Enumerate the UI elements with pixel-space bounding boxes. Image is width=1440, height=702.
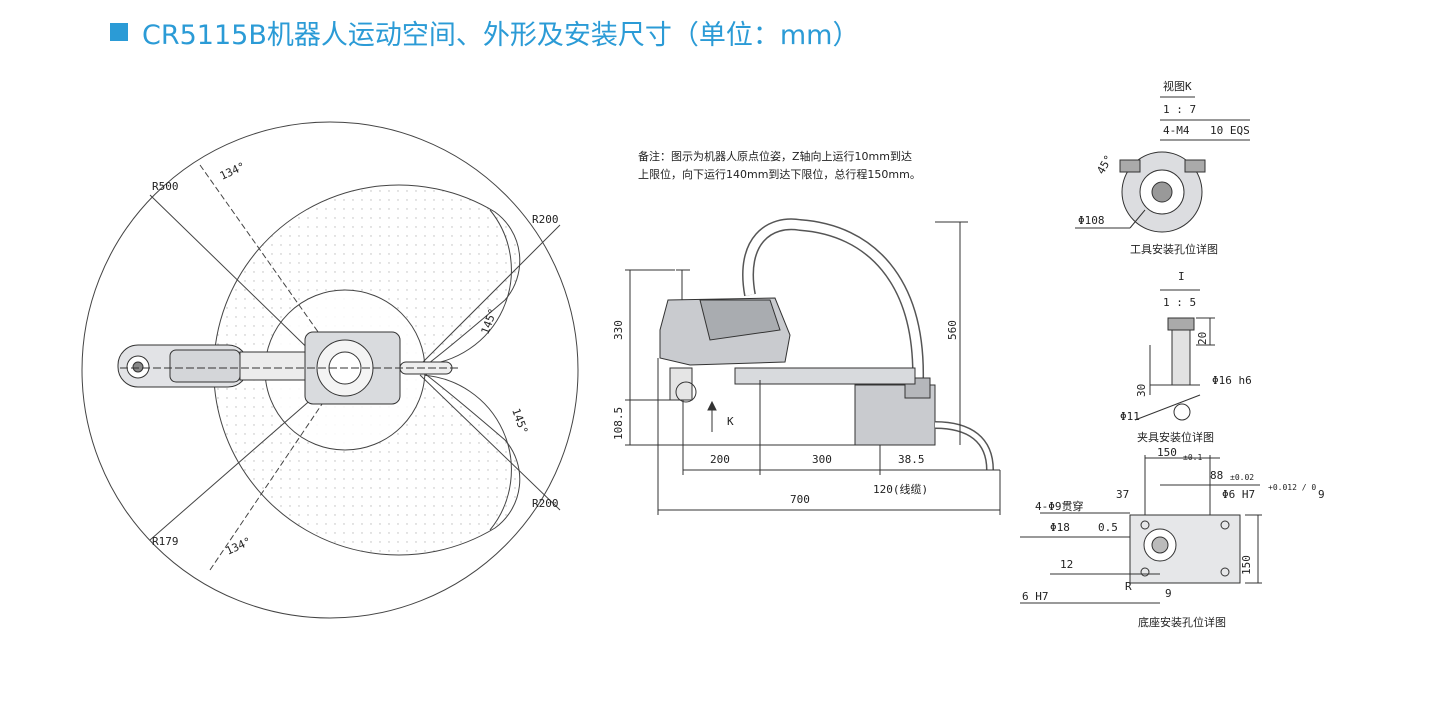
clamp-dia11: Φ11 <box>1120 410 1140 423</box>
dim-330: 330 <box>612 320 625 340</box>
page-title: CR5115B机器人运动空间、外形及安装尺寸（单位：mm） <box>110 14 860 51</box>
label-r179: R179 <box>152 535 179 548</box>
base-detail: 150 ±0.1 88 ±0.02 Φ6 H7 +0.012 / 0 9 4-Φ… <box>1020 446 1325 629</box>
base-hole-tol: +0.012 / 0 <box>1268 483 1316 492</box>
title-text: CR5115B机器人运动空间、外形及安装尺寸（单位：mm） <box>142 19 860 51</box>
robot-arm-top <box>117 331 460 405</box>
base-d37: 37 <box>1116 488 1129 501</box>
second-arm <box>734 367 916 385</box>
tool-caption: 工具安装孔位详图 <box>1130 242 1218 256</box>
base-d88: 88 <box>1210 469 1223 482</box>
tool-diameter: Φ108 <box>1078 214 1105 227</box>
clamp-d20: 20 <box>1196 332 1209 345</box>
tool-scale: 1 : 7 <box>1163 103 1196 116</box>
base-d150-side: 150 <box>1240 555 1253 575</box>
leader-r200-top <box>419 224 561 366</box>
base-cbore: Φ18 <box>1050 521 1070 534</box>
leader-r200-bot <box>419 374 561 511</box>
base-d9: 9 <box>1165 587 1172 600</box>
clamp-dia16: Φ16 h6 <box>1212 374 1252 387</box>
clamp-d30: 30 <box>1135 384 1148 397</box>
dim-700: 700 <box>790 493 810 506</box>
tool-angle: 45° <box>1094 153 1115 177</box>
base-thru: 4-Φ9贯穿 <box>1035 499 1084 513</box>
dim-108-5: 108.5 <box>612 407 625 440</box>
tool-detail: 视图K 1 : 7 4-M4 10 EQS 45° Φ108 工具安装孔位详图 <box>1075 79 1250 256</box>
label-r200-bottom: R200 <box>532 497 559 510</box>
label-134-bottom: 134° <box>224 535 254 558</box>
clamp-detail: I 1 : 5 20 30 Φ16 h6 Φ11 夹具安装位详图 <box>1120 270 1252 444</box>
dim-120: 120(线缆) <box>873 482 928 496</box>
tool-thread-depth: 10 EQS <box>1210 124 1250 137</box>
label-r500: R500 <box>152 180 179 193</box>
clamp-scale: 1 : 5 <box>1163 296 1196 309</box>
tool-thread: 4-M4 <box>1163 124 1190 137</box>
base-caption: 底座安装孔位详图 <box>1138 615 1226 629</box>
side-note-line1: 备注：图示为机器人原点位姿，Z轴向上运行10mm到达 <box>638 149 912 163</box>
base-r: R <box>1125 580 1132 593</box>
base-hole-bottom: 6 H7 <box>1022 590 1049 603</box>
dim-560: 560 <box>946 320 959 340</box>
base-hole-top: Φ6 H7 <box>1222 488 1255 501</box>
view-k-label: K <box>727 415 734 428</box>
base-d150-top: 150 <box>1157 446 1177 459</box>
side-view: 备注：图示为机器人原点位姿，Z轴向上运行10mm到达 上限位，向下运行140mm… <box>612 149 1001 515</box>
r200-upper-arc <box>419 209 512 366</box>
label-r200-top: R200 <box>532 213 559 226</box>
base-hole-depth: 9 <box>1318 488 1325 501</box>
dim-300: 300 <box>812 453 832 466</box>
clamp-caption: 夹具安装位详图 <box>1137 430 1214 444</box>
dim-200: 200 <box>710 453 730 466</box>
base-tol-002: ±0.02 <box>1230 473 1254 482</box>
side-note-line2: 上限位，向下运行140mm到达下限位，总行程150mm。 <box>638 167 921 181</box>
title-square-icon <box>110 23 128 41</box>
r200-lower-arc <box>419 374 512 531</box>
clamp-label: I <box>1178 270 1185 283</box>
label-134-top: 134° <box>218 160 248 183</box>
tool-view-title: 视图K <box>1163 79 1192 93</box>
base-d12: 12 <box>1060 558 1073 571</box>
base-cbore-depth: 0.5 <box>1098 521 1118 534</box>
label-145-bottom: 145° <box>509 407 530 436</box>
base-tol-01: ±0.1 <box>1183 453 1202 462</box>
outer-reach-circle <box>81 121 579 619</box>
leader-r500 <box>149 194 331 371</box>
dim-38-5: 38.5 <box>898 453 925 466</box>
